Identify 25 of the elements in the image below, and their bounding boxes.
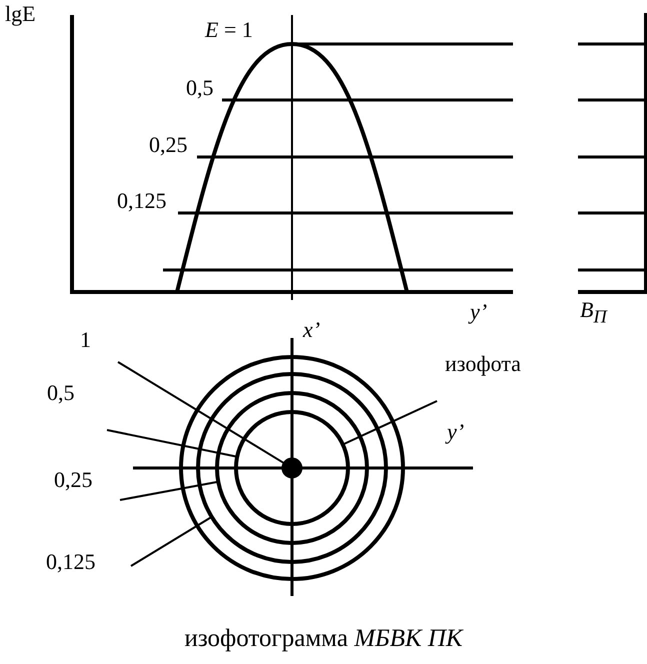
axis-label: y’ — [470, 300, 488, 324]
level-value: 0,25 — [149, 133, 188, 157]
isophote-circle — [234, 410, 350, 526]
isophote-circle — [179, 355, 405, 581]
leader-line — [342, 400, 438, 446]
level-value: 0,5 — [186, 76, 214, 100]
leader-line — [106, 429, 238, 458]
isophote-circle — [215, 391, 369, 545]
axis-label: lgE — [5, 2, 36, 26]
level-value: 0,125 — [117, 189, 166, 213]
callout-label: 1 — [80, 328, 91, 352]
center-dot — [282, 458, 302, 478]
caption: изофотограмма МБВК ПК — [183, 625, 464, 653]
level-value: E = 1 — [205, 18, 253, 42]
callout-label: 0,5 — [47, 381, 74, 405]
callout-label: 0,25 — [54, 468, 92, 492]
leader-line — [120, 480, 218, 501]
axis-label: x’ — [303, 318, 320, 342]
leader-line — [117, 361, 284, 464]
leader-line — [130, 516, 212, 567]
callout-label: 0,125 — [46, 550, 96, 574]
axis-label: y’ — [447, 420, 464, 444]
isophote-circle — [196, 372, 388, 564]
axis-label: B$_{П}$ — [580, 298, 607, 328]
callout-label: изофота — [445, 352, 521, 376]
